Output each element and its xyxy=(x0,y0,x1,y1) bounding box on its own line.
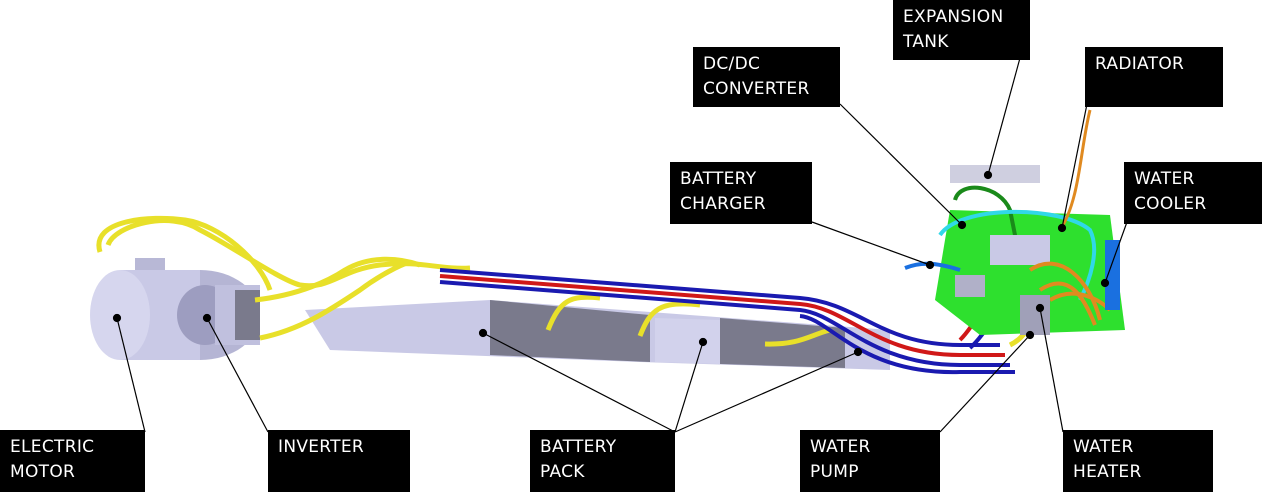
label-electric-motor: ELECTRIC MOTOR xyxy=(0,430,145,492)
front-cooling-module xyxy=(904,109,1125,335)
battery-pack-body xyxy=(305,300,890,370)
leader-lines xyxy=(112,57,1128,433)
label-line: WATER xyxy=(1134,169,1195,189)
hv-cables-yellow xyxy=(96,215,1038,348)
label-line: TANK xyxy=(903,32,949,52)
label-water-heater: WATER HEATER xyxy=(1063,430,1213,492)
label-line: MOTOR xyxy=(10,462,76,482)
label-line: PACK xyxy=(540,462,585,482)
label-line: INVERTER xyxy=(278,437,365,457)
label-line: COOLER xyxy=(1134,194,1207,214)
label-line: WATER xyxy=(1073,437,1134,457)
label-line: PUMP xyxy=(810,462,859,482)
label-line: DC/DC xyxy=(703,54,761,74)
label-battery-pack: BATTERY PACK xyxy=(530,430,675,492)
label-battery-charger: BATTERY CHARGER xyxy=(670,162,812,224)
label-radiator: RADIATOR xyxy=(1085,47,1223,107)
label-line: CHARGER xyxy=(680,194,766,214)
label-line: RADIATOR xyxy=(1095,54,1185,74)
electric-motor-body xyxy=(90,258,260,360)
label-line: HEATER xyxy=(1073,462,1142,482)
label-water-pump: WATER PUMP xyxy=(800,430,940,492)
label-inverter: INVERTER xyxy=(268,430,410,492)
label-line: ELECTRIC xyxy=(10,437,95,457)
label-expansion-tank: EXPANSION TANK xyxy=(893,0,1030,60)
label-line: BATTERY xyxy=(680,169,757,189)
label-line: WATER xyxy=(810,437,871,457)
label-line: CONVERTER xyxy=(703,79,810,99)
label-dcdc-converter: DC/DC CONVERTER xyxy=(693,47,840,107)
label-line: BATTERY xyxy=(540,437,617,457)
label-line: EXPANSION xyxy=(903,7,1004,27)
label-water-cooler: WATER COOLER xyxy=(1124,162,1262,224)
